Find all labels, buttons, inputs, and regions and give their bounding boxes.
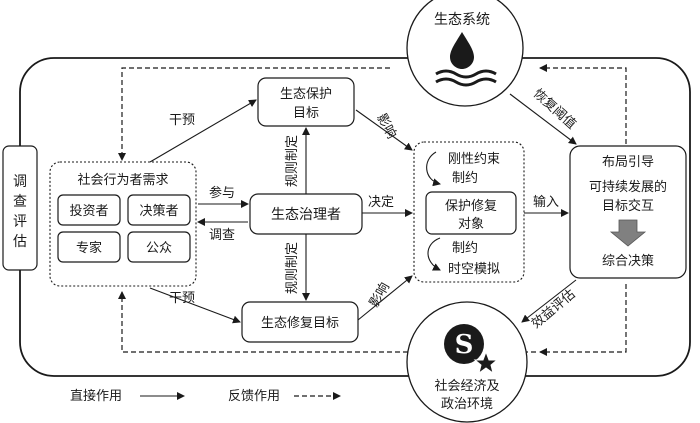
water-drop-icon (435, 32, 497, 87)
actor-public: 公众 (146, 241, 172, 256)
arrow-influence-bottom (357, 275, 413, 321)
actor-decider: 决策者 (139, 203, 178, 219)
edge-rule-top: 规则制定 (285, 135, 300, 187)
layout-guide-box (569, 145, 687, 279)
edge-rule-bottom: 规则制定 (285, 242, 300, 294)
arrow-restore-threshold (509, 93, 577, 145)
protect-target-line1: 保护修复 (445, 199, 497, 214)
core-constraint-bottom: 制约 (452, 241, 478, 256)
protect-target-box (425, 191, 517, 235)
layout-guide-title: 布局引导 (602, 155, 654, 170)
actor-investor: 投资者 (69, 203, 108, 219)
layout-guide-decision: 综合决策 (602, 253, 654, 269)
legend-direct-label: 直接作用 (70, 388, 122, 404)
feedback-right-top (539, 64, 627, 152)
edge-survey: 调查 (209, 228, 235, 243)
socio-env-line1: 社会经济及 (434, 378, 499, 394)
edge-decide: 决定 (368, 195, 394, 210)
actor-expert: 专家 (76, 240, 102, 256)
eco-restore-box (241, 301, 359, 343)
arrow-intervene-top (149, 99, 257, 163)
edge-intervene-bottom: 干预 (169, 291, 195, 306)
survey-eval-box (2, 145, 38, 271)
edge-benefit-eval: 效益评估 (529, 287, 578, 332)
layout-guide-line1: 可持续发展的 (589, 179, 667, 195)
arrow-intervene-bottom (149, 287, 241, 324)
feedback-loop-top (118, 67, 390, 161)
s-star-icon: S (444, 324, 499, 375)
eco-protect-line2: 目标 (293, 106, 319, 121)
survey-char-4: 估 (13, 234, 27, 250)
arrow-influence-top (355, 109, 413, 151)
eco-restore-label: 生态修复目标 (261, 316, 339, 331)
edge-restore-threshold: 恢复阈值 (530, 86, 579, 133)
edge-input: 输入 (533, 194, 559, 210)
feedback-right-bottom (539, 284, 627, 356)
eco-protect-line1: 生态保护 (280, 87, 332, 102)
actor-expert-box (57, 231, 121, 263)
survey-char-2: 查 (13, 194, 27, 210)
socio-env-line2: 政治环境 (441, 397, 493, 412)
survey-char-3: 评 (13, 214, 27, 230)
layout-guide-line2: 目标交互 (602, 198, 654, 214)
arrow-benefit-eval (521, 279, 577, 323)
edge-participate: 参与 (209, 185, 235, 201)
actor-investor-box (57, 194, 121, 226)
survey-char-1: 调 (13, 174, 27, 190)
down-arrow-icon (609, 219, 647, 247)
edge-intervene-top: 干预 (169, 113, 195, 128)
actor-decider-box (127, 194, 191, 226)
curved-arrow-top-icon (426, 151, 441, 187)
svg-text:S: S (455, 330, 474, 360)
ecosystem-label: 生态系统 (434, 12, 490, 28)
curved-arrow-bottom-icon (427, 237, 441, 271)
actor-public-box (127, 231, 191, 263)
protect-target-line2: 对象 (458, 217, 484, 232)
feedback-loop (118, 291, 536, 353)
legend-feedback-label: 反馈作用 (228, 389, 280, 404)
core-constraint-line2: 制约 (452, 171, 478, 186)
actors-title: 社会行为者需求 (77, 172, 168, 188)
core-constraint-line1: 刚性约束 (448, 152, 500, 167)
eco-protect-box (257, 77, 355, 127)
core-simulation: 时空模拟 (448, 262, 500, 277)
governor-label: 生态治理者 (271, 207, 341, 223)
edge-influence-top: 影响 (373, 111, 399, 141)
